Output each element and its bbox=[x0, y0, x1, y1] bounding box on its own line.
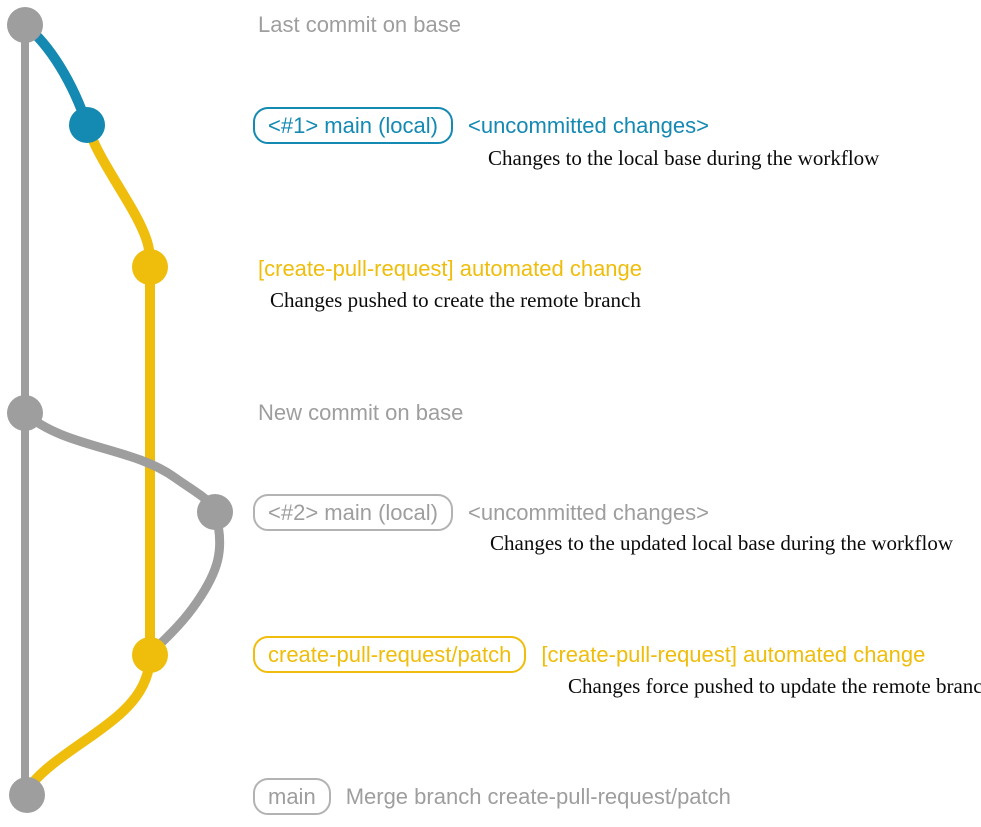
note-local-base-changes: Changes to the local base during the wor… bbox=[488, 146, 880, 170]
branch-badge-create-pull-request-patch: create-pull-request/patch bbox=[253, 636, 527, 674]
note-updated-local-base-changes: Changes to the updated local base during… bbox=[490, 531, 954, 555]
git-graph bbox=[7, 7, 233, 813]
commit-message-automated-change-1: [create-pull-request] automated change bbox=[258, 256, 643, 281]
branch-badge-main-local-2: <#2> main (local) bbox=[253, 494, 453, 532]
row-merge: main Merge branch create-pull-request/pa… bbox=[253, 778, 731, 816]
commit-2-main-local bbox=[197, 494, 233, 530]
branch-line-local-main-2-merge bbox=[146, 507, 225, 658]
row-main-local-2: <#2> main (local) <uncommitted changes> bbox=[253, 494, 709, 532]
tag-uncommitted-changes-2: <uncommitted changes> bbox=[467, 500, 709, 525]
commit-1-main-local bbox=[69, 107, 105, 143]
commit-merge bbox=[9, 777, 45, 813]
commit-new-on-base bbox=[7, 395, 43, 431]
commit-automated-change-2 bbox=[132, 637, 168, 673]
row-patch-branch: create-pull-request/patch [create-pull-r… bbox=[253, 636, 926, 674]
commit-message-automated-change-2: [create-pull-request] automated change bbox=[541, 642, 926, 667]
branch-badge-main: main bbox=[253, 778, 331, 816]
branch-badge-main-local-1: <#1> main (local) bbox=[253, 107, 453, 145]
tag-uncommitted-changes-1: <uncommitted changes> bbox=[467, 113, 709, 138]
note-force-push-update-remote-branch: Changes force pushed to update the remot… bbox=[568, 674, 981, 698]
commit-automated-change-1 bbox=[132, 249, 168, 285]
note-push-create-remote-branch: Changes pushed to create the remote bran… bbox=[270, 288, 641, 312]
commit-message-merge: Merge branch create-pull-request/patch bbox=[345, 784, 731, 809]
row-main-local-1: <#1> main (local) <uncommitted changes> bbox=[253, 107, 709, 145]
label-last-commit-on-base: Last commit on base bbox=[258, 12, 461, 37]
label-new-commit-on-base: New commit on base bbox=[258, 400, 464, 425]
branch-line-local-main-2 bbox=[20, 408, 220, 517]
commit-last-on-base bbox=[7, 7, 43, 43]
